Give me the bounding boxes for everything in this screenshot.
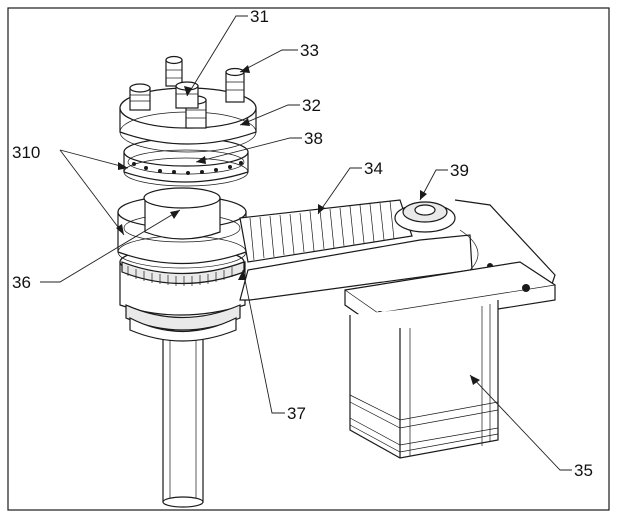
- label-310: 310: [12, 143, 40, 162]
- label-32: 32: [302, 96, 321, 115]
- bolts: [129, 55, 245, 129]
- label-39: 39: [450, 161, 469, 180]
- label-31: 31: [250, 7, 269, 26]
- label-38: 38: [304, 129, 323, 148]
- label-36: 36: [12, 273, 31, 292]
- upper-bearing: [123, 137, 249, 187]
- middle-bearing: [117, 187, 247, 269]
- motor-body: [349, 300, 499, 459]
- timing-belt: [239, 199, 413, 263]
- drawing-frame: [7, 7, 610, 511]
- arm-plate: [239, 199, 556, 301]
- label-37: 37: [287, 404, 306, 423]
- label-35: 35: [574, 461, 593, 480]
- leader-lines: [40, 15, 572, 471]
- reference-labels: 31 33 32 38 310 34 39 36 37 35: [12, 7, 593, 480]
- label-34: 34: [364, 159, 383, 178]
- output-shaft: [162, 329, 204, 508]
- label-33: 33: [300, 41, 319, 60]
- motor-pulley: [394, 201, 456, 233]
